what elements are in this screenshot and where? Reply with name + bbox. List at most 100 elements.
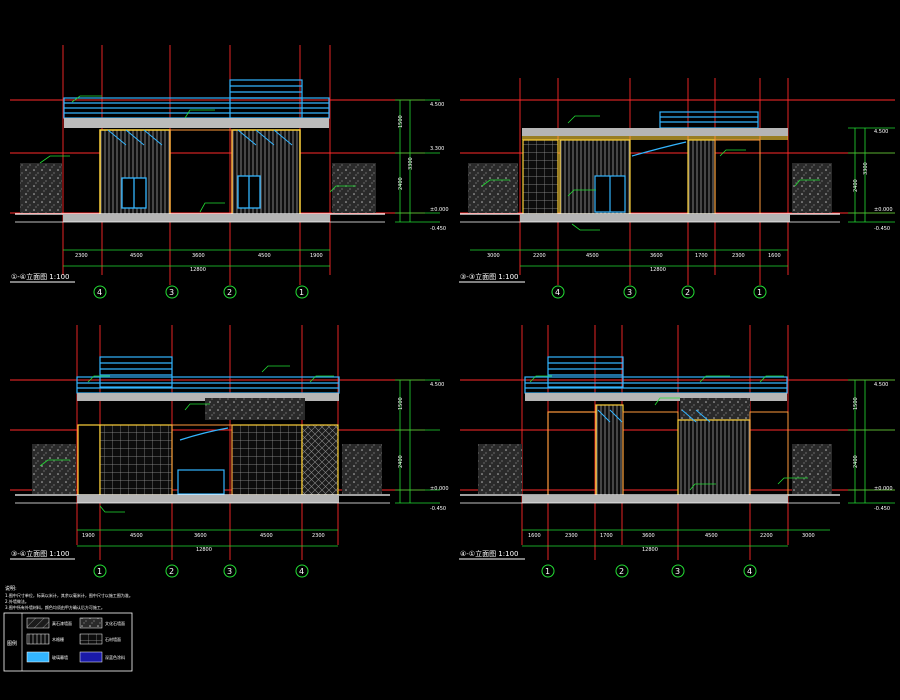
dim-total: 12800 (190, 267, 206, 273)
fascia (64, 118, 329, 128)
roof (63, 79, 330, 119)
annotations (39, 365, 334, 513)
dim-6: 2300 (732, 253, 745, 259)
legend-item: 玻璃幕墙 (52, 654, 68, 660)
stone-band (205, 398, 305, 420)
dim-5: 1900 (310, 253, 323, 259)
legend-swatch (26, 633, 50, 645)
axis-label: 4 (299, 567, 304, 576)
dim-3: 3600 (194, 533, 207, 539)
dim-1: 1600 (528, 533, 541, 539)
dim-7: 1600 (768, 253, 781, 259)
legend-item: 文化石墙面 (105, 620, 125, 626)
dim-3: 3600 (192, 253, 205, 259)
doors (177, 469, 225, 495)
axis-label: 4 (555, 288, 560, 297)
dim-4: 3600 (642, 533, 655, 539)
axis-label: 2 (227, 288, 232, 297)
dim-total: 12800 (196, 547, 212, 553)
roof (659, 111, 759, 129)
level-zero-label: ±0.000 (430, 486, 449, 492)
axis-bubbles (541, 564, 757, 578)
height-2: 2400 (853, 179, 859, 192)
level-low-label: -0.450 (430, 226, 446, 232)
wall-vert-2 (687, 139, 716, 215)
level-top-label: 4.500 (430, 382, 444, 388)
axis-bubbles (93, 285, 309, 299)
dim-1: 3000 (487, 253, 500, 259)
elevation-3: 4.500 ±0.000 -0.450 1500 2400 1900 4500 … (10, 325, 449, 578)
dim-1: 1900 (82, 533, 95, 539)
roof (76, 356, 340, 394)
legend-item: 真石漆墙面 (52, 620, 72, 626)
elevation-title: ③-③立面图 1:100 (460, 272, 518, 281)
axis-label: 4 (97, 288, 102, 297)
axis-label: 2 (685, 288, 690, 297)
legend-item: 木格栅 (52, 636, 64, 642)
axis-label: 1 (545, 567, 550, 576)
windows (597, 409, 711, 423)
legend-swatch (79, 633, 103, 645)
level-top-label: 4.500 (430, 102, 444, 108)
wall-stone (301, 424, 339, 496)
wall-grid (99, 424, 173, 496)
dim-2: 4500 (130, 533, 143, 539)
notes-line-3: 3.图中所有外墙材料，颜色均须由甲方确认后方可施工。 (5, 604, 105, 610)
legend-swatch (79, 651, 103, 663)
level-zero-label: ±0.000 (874, 486, 893, 492)
elevation-title: ④-①立面图 1:100 (460, 549, 518, 558)
dim-3: 1700 (600, 533, 613, 539)
legend-swatch (26, 617, 50, 629)
legend-swatch (79, 617, 103, 629)
dim-lines (77, 529, 338, 547)
level-markers (395, 99, 440, 223)
notes-heading: 说明: (5, 585, 17, 592)
dim-total: 12800 (642, 547, 658, 553)
annotations (529, 375, 808, 491)
level-markers (848, 379, 895, 504)
axis-bubbles (551, 285, 767, 299)
height-3: 2400 (398, 177, 404, 190)
doors (121, 175, 261, 209)
axis-label: 1 (299, 288, 304, 297)
dim-2: 2300 (565, 533, 578, 539)
axis-label: 3 (627, 288, 632, 297)
axis-label: 2 (619, 567, 624, 576)
level-low-label: -0.450 (430, 506, 446, 512)
elevation-4: 4.500 ±0.000 -0.450 1500 2400 1600 2300 … (459, 325, 895, 578)
axis-label: 3 (169, 288, 174, 297)
dim-5: 1700 (695, 253, 708, 259)
opening (714, 139, 761, 215)
ground-right (332, 163, 376, 213)
axis-label: 3 (675, 567, 680, 576)
elevation-title: ③-④立面图 1:100 (11, 549, 69, 558)
dim-1: 2300 (75, 253, 88, 259)
dim-lines (63, 249, 330, 267)
notes-line-1: 1.图中尺寸单位，标高以米计，其余以毫米计，图中尺寸以施工图为准。 (5, 592, 133, 598)
notes-line-2: 2.外墙做法。 (5, 598, 29, 604)
dim-total: 12800 (650, 267, 666, 273)
height-2: 2400 (853, 455, 859, 468)
dim-4: 3600 (650, 253, 663, 259)
annotations (39, 95, 356, 213)
opening (169, 129, 233, 216)
dim-4: 4500 (260, 533, 273, 539)
level-mid-label: 3.300 (430, 146, 444, 152)
dim-5: 2300 (312, 533, 325, 539)
wall-vert (677, 419, 751, 497)
height-1: 1500 (853, 397, 859, 410)
axis-label: 1 (757, 288, 762, 297)
notes: 说明: 1.图中尺寸单位，标高以米计，其余以毫米计，图中尺寸以施工图为准。 2.… (5, 585, 133, 610)
height-1: 1500 (398, 397, 404, 410)
dim-lines (470, 249, 788, 267)
ground-left (20, 163, 62, 213)
doors (594, 175, 626, 213)
level-top-label: 4.500 (874, 129, 888, 135)
wall-grid (522, 139, 559, 215)
level-low-label: -0.450 (874, 506, 890, 512)
height-2: 3300 (408, 157, 414, 170)
legend-table: 图例 真石漆墙面 文化石墙面 木格栅 石材墙面 玻璃幕墙 深蓝色涂料 (3, 612, 133, 672)
dim-6: 2200 (760, 533, 773, 539)
dim-4: 4500 (258, 253, 271, 259)
